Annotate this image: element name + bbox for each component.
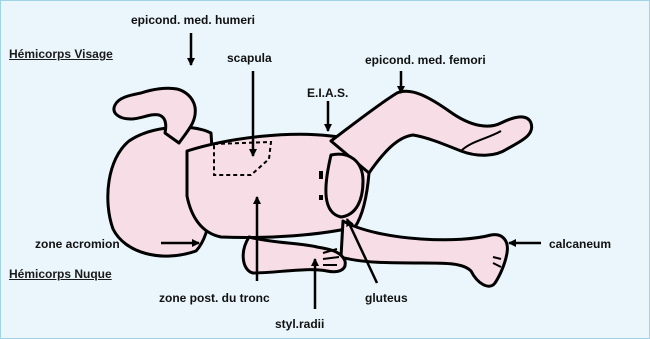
label-zone-post-tronc: zone post. du tronc [159, 291, 270, 305]
label-calcaneum: calcaneum [549, 237, 611, 251]
label-gluteus: gluteus [365, 291, 408, 305]
hip-mark-upper [319, 171, 323, 179]
label-zone-acromion: zone acromion [35, 237, 120, 251]
lower-leg [341, 221, 507, 286]
heading-hemicorps-nuque: Hémicorps Nuque [9, 267, 112, 281]
buttock [326, 154, 363, 217]
lower-arm [243, 237, 345, 273]
heading-hemicorps-visage: Hémicorps Visage [9, 47, 113, 61]
upper-leg [331, 91, 532, 173]
infant-silhouette [108, 88, 532, 286]
label-epicond-humeri: epicond. med. humeri [131, 13, 255, 27]
label-styl-radii: styl.radii [275, 317, 324, 331]
label-eias: E.I.A.S. [307, 86, 348, 100]
label-scapula: scapula [227, 51, 272, 65]
hip-mark-lower [319, 195, 323, 200]
label-epicond-femori: epicond. med. femori [365, 53, 486, 67]
